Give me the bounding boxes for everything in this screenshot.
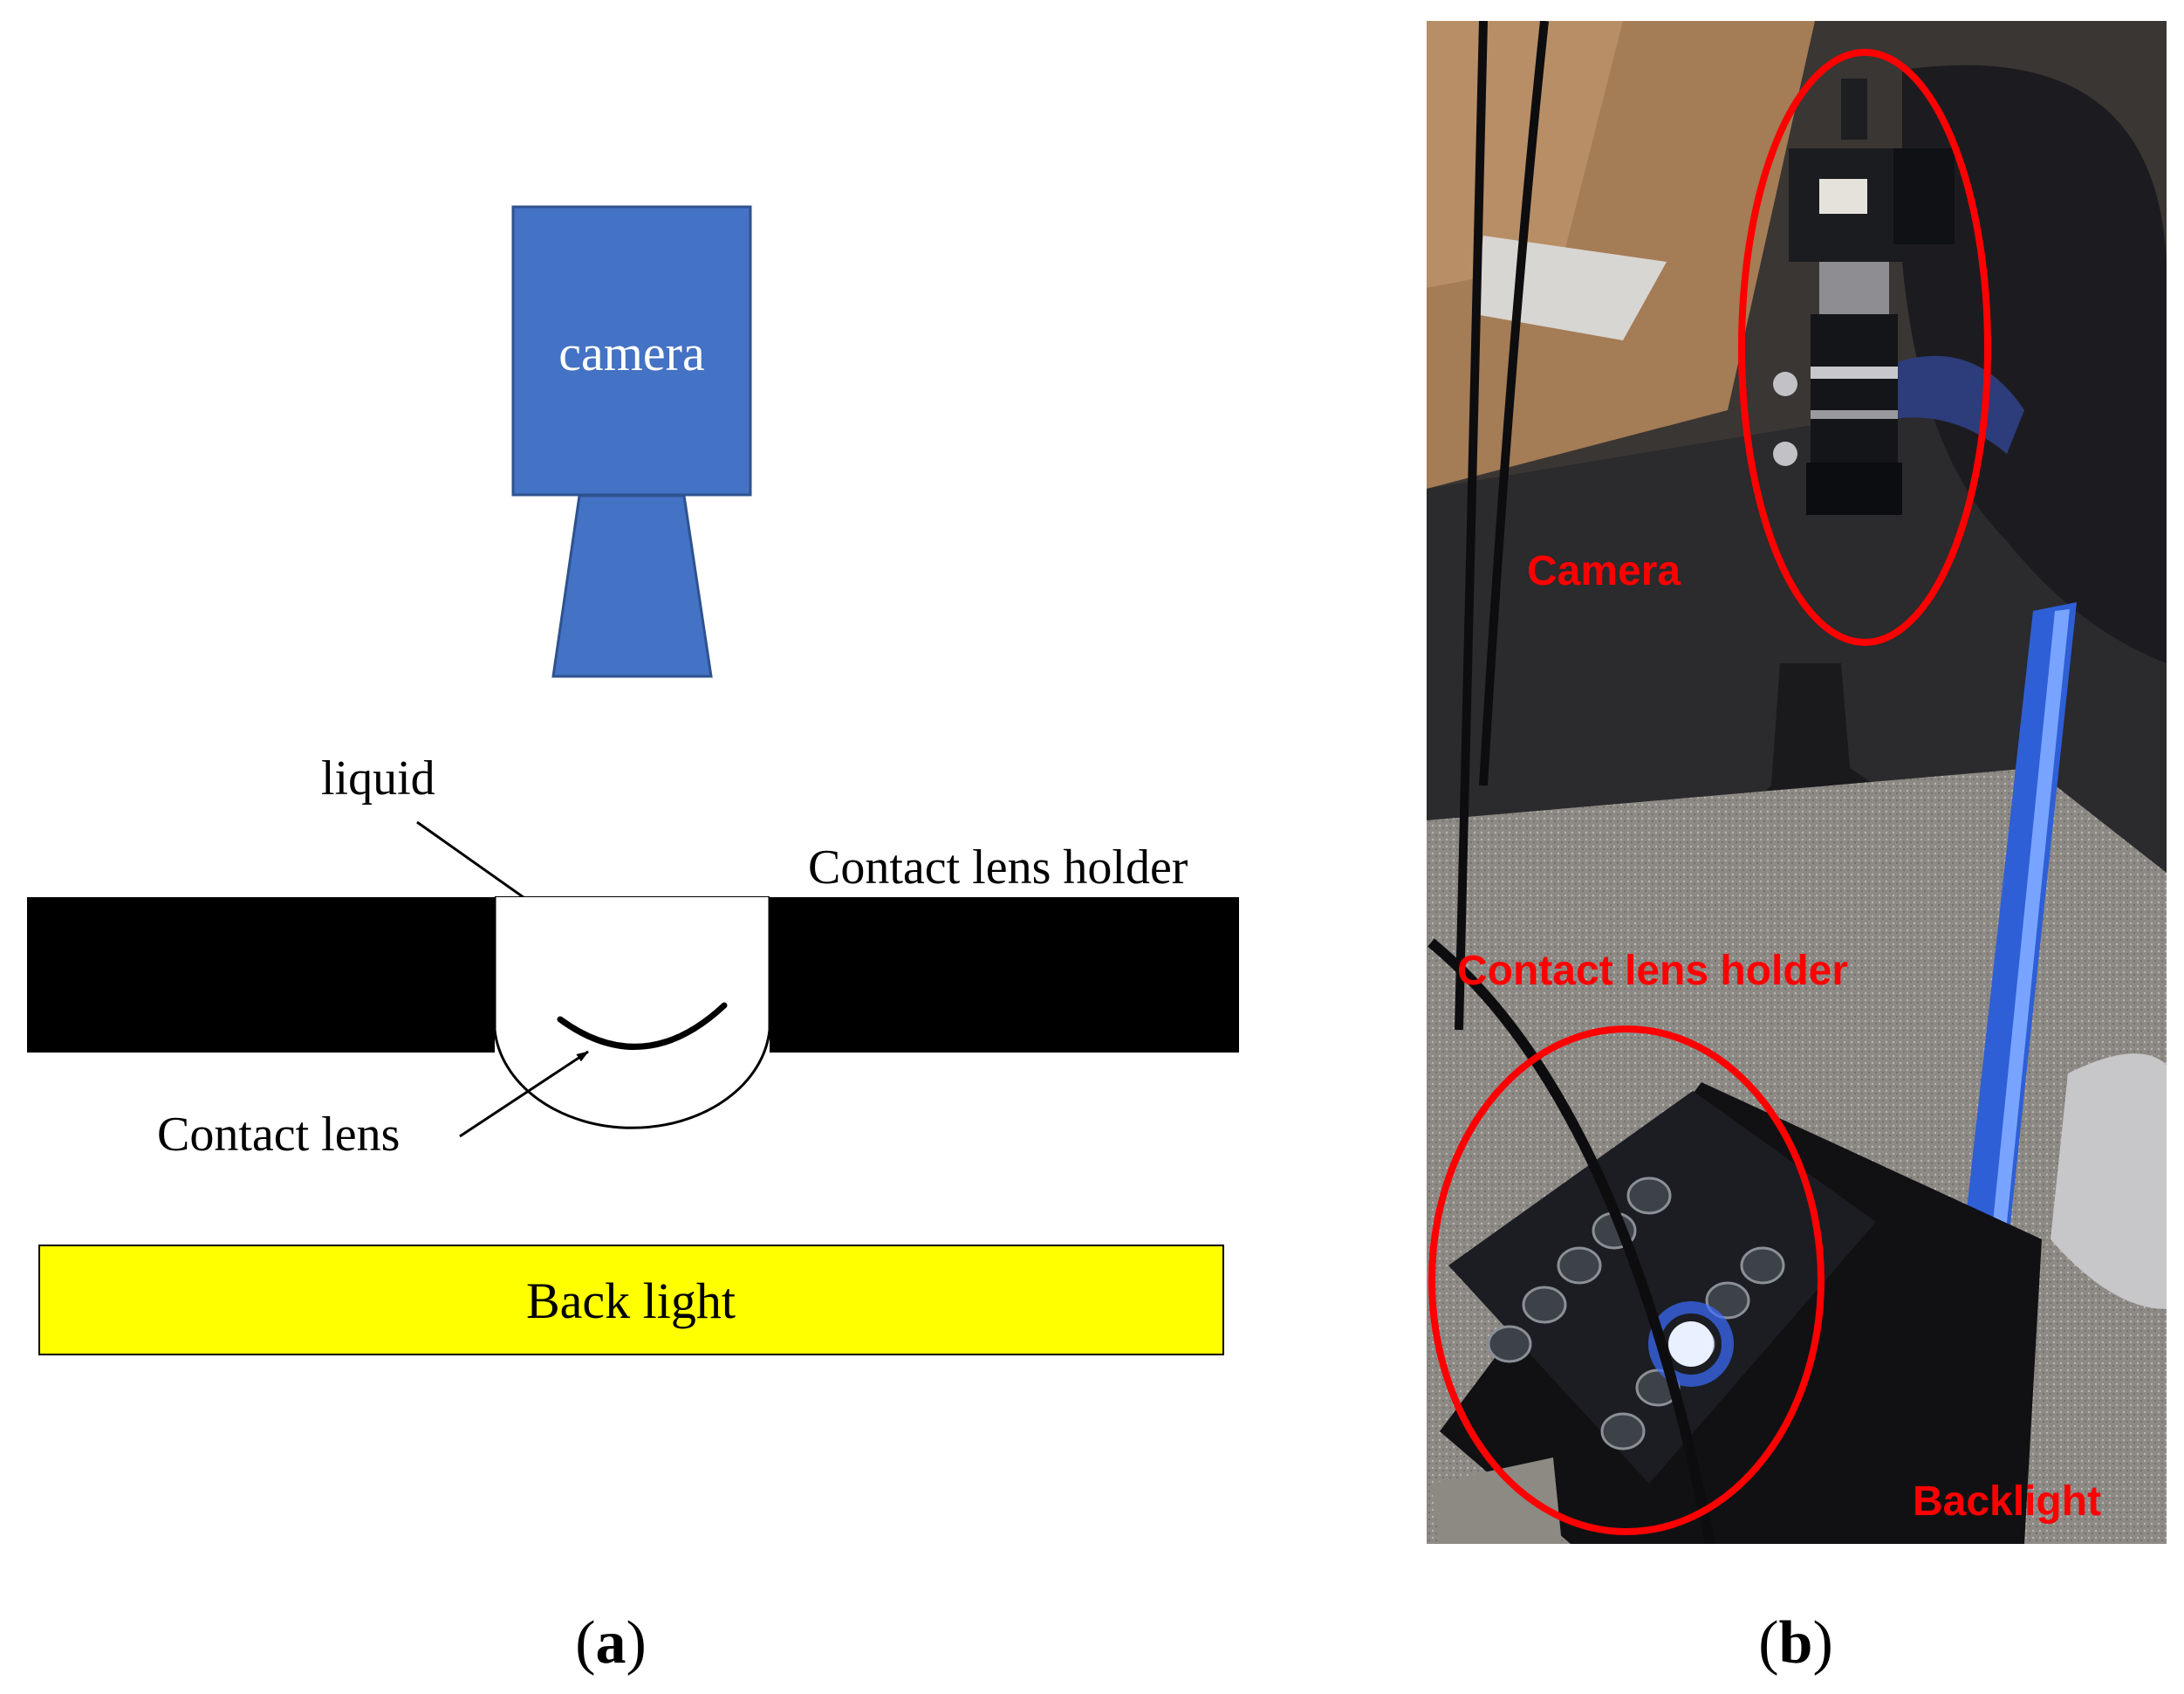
liquid-label: liquid: [321, 751, 435, 806]
camera-highlight-ellipse: [1738, 49, 1991, 646]
panel-a-schematic: camera liquid Contact lens holder Contac…: [27, 205, 1239, 1677]
contact-lens-label: Contact lens: [157, 1108, 400, 1162]
contact-lens-arrow: [459, 1050, 589, 1138]
holder-label: Contact lens holder: [808, 840, 1188, 895]
holder-highlight-ellipse: [1428, 1025, 1825, 1535]
holder-plate: [1448, 1091, 1876, 1484]
camera-lens: [551, 494, 713, 678]
camera-body: [511, 205, 752, 497]
camera-label: camera: [558, 325, 704, 381]
holder-well: [493, 897, 771, 1129]
cable: [1427, 938, 1715, 1544]
backlight-led: [1668, 1321, 1714, 1367]
sneaker: [2050, 1053, 2167, 1309]
backlight-bar: [38, 1245, 1224, 1355]
photo-backlight-label: Backlight: [1913, 1478, 2101, 1525]
holder-left-block: [27, 897, 495, 1053]
chair-back: [1902, 65, 2167, 663]
panel-b-photo: Camera Contact lens holder Backlight (b): [1427, 21, 2167, 1677]
photo-camera-label: Camera: [1527, 548, 1681, 594]
photo-camera: [1773, 79, 1955, 515]
photo-content: Camera Contact lens holder Backlight: [1427, 21, 2167, 1544]
holder-right-block: [770, 897, 1239, 1053]
caption-b: (b): [1758, 1609, 1833, 1677]
caption-a: (a): [575, 1609, 647, 1677]
backlight-label: Back light: [526, 1272, 736, 1329]
contact-lens-curve: [557, 1002, 728, 1050]
holder-wells: [1487, 1176, 1785, 1451]
photo-holder-label: Contact lens holder: [1457, 948, 1848, 994]
